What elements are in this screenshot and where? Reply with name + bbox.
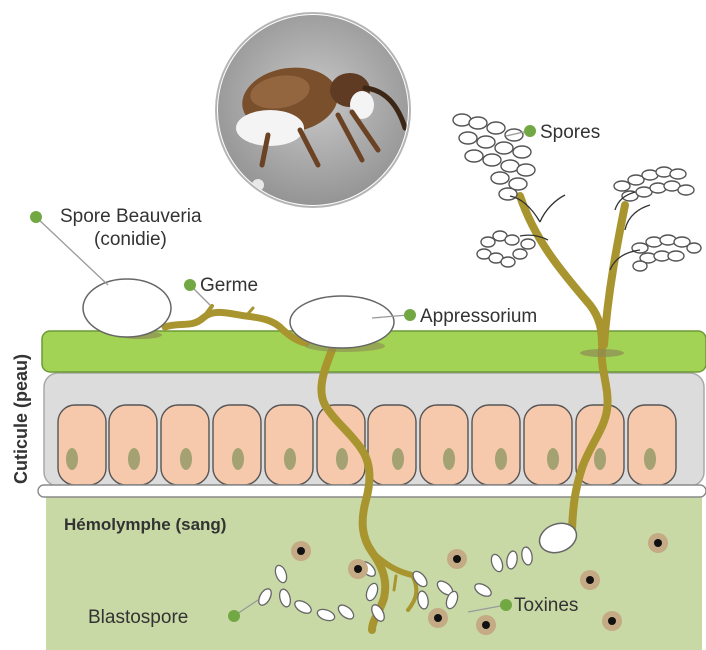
cell — [161, 405, 209, 485]
spore-chain-right-lower — [632, 235, 701, 271]
cell — [420, 405, 468, 485]
green-dot-marker — [30, 211, 42, 223]
toxin — [648, 533, 668, 553]
label-spore-line1: Spore Beauveria — [60, 206, 202, 227]
cell — [472, 405, 520, 485]
label-spores: Spores — [540, 122, 600, 143]
green-dot-marker — [404, 309, 416, 321]
toxin — [348, 559, 368, 579]
cell — [524, 405, 572, 485]
toxin — [602, 611, 622, 631]
penetration-point — [580, 349, 624, 357]
green-dot-marker — [524, 125, 536, 137]
weevil-photo — [210, 10, 420, 210]
label-spore-line2: (conidie) — [94, 229, 167, 250]
green-dot-marker — [228, 610, 240, 622]
toxin — [476, 615, 496, 635]
green-dot-marker — [184, 279, 196, 291]
cell — [213, 405, 261, 485]
cell — [628, 405, 676, 485]
appressorium — [290, 296, 394, 348]
toxin — [428, 608, 448, 628]
label-hemolymphe: Hémolymphe (sang) — [64, 515, 226, 534]
label-appressorium: Appressorium — [420, 306, 537, 327]
spore-chain-left — [453, 114, 535, 200]
toxin — [447, 549, 467, 569]
cell — [265, 405, 313, 485]
cell — [109, 405, 157, 485]
toxin — [580, 570, 600, 590]
spore-conidie — [83, 279, 171, 337]
label-germe: Germe — [200, 275, 258, 296]
label-cuticule: Cuticule (peau) — [11, 354, 31, 484]
label-blastospore: Blastospore — [88, 607, 188, 628]
label-toxines: Toxines — [514, 595, 578, 616]
cell — [58, 405, 106, 485]
green-dot-marker — [500, 599, 512, 611]
cell — [368, 405, 416, 485]
toxin — [291, 541, 311, 561]
spore-chain-mid — [477, 231, 535, 267]
